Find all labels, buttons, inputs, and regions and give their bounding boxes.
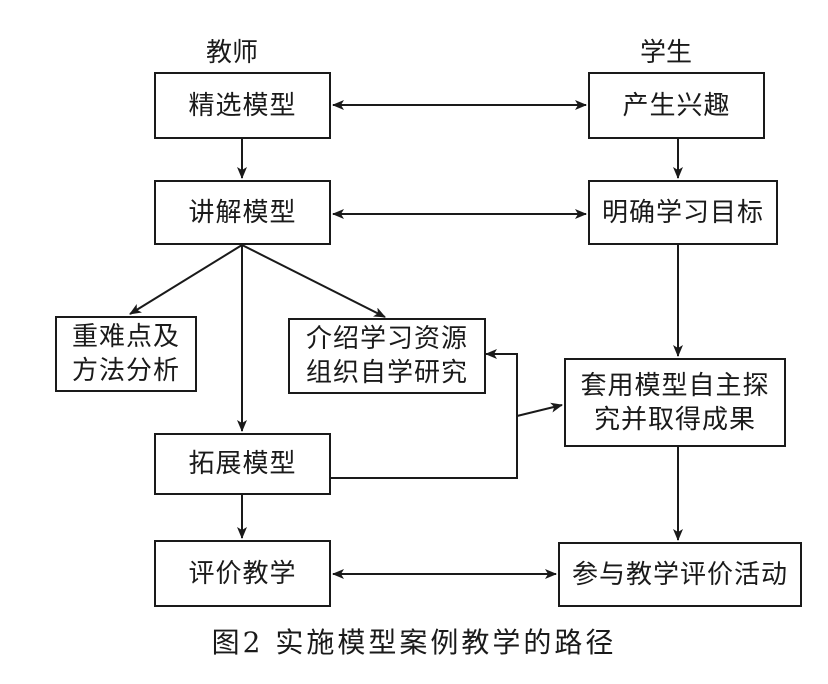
clarify-goals-label: 明确学习目标 <box>601 197 764 228</box>
apply-model-line-1: 套用模型自主探 <box>580 370 770 401</box>
apply-model-line-2: 究并取得成果 <box>593 404 756 435</box>
evaluate-teaching-label: 评价教学 <box>188 558 297 589</box>
student-header: 学生 <box>640 38 693 68</box>
participate-evaluation-box: 参与教学评价活动 <box>558 542 802 607</box>
key-points-line-2: 方法分析 <box>71 356 180 386</box>
arrow-explain-resources <box>241 244 386 318</box>
figure-caption: 图2 实施模型案例教学的路径 <box>211 626 617 659</box>
intro-resources-line-2: 组织自学研究 <box>305 358 468 388</box>
intro-resources-box: 介绍学习资源 组织自学研究 <box>288 318 486 394</box>
explain-model-box: 讲解模型 <box>154 180 331 245</box>
arrow-extend-apply <box>516 402 563 417</box>
intro-resources-line-1: 介绍学习资源 <box>305 324 468 354</box>
generate-interest-box: 产生兴趣 <box>588 72 765 139</box>
participate-evaluation-label: 参与教学评价活动 <box>571 559 788 590</box>
extend-model-box: 拓展模型 <box>154 433 331 495</box>
select-model-label: 精选模型 <box>188 90 297 121</box>
key-points-line-1: 重难点及 <box>71 322 180 352</box>
extend-model-label: 拓展模型 <box>188 449 297 479</box>
generate-interest-label: 产生兴趣 <box>622 90 731 121</box>
evaluate-teaching-box: 评价教学 <box>154 540 331 607</box>
select-model-box: 精选模型 <box>154 72 331 139</box>
teacher-header: 教师 <box>206 38 259 68</box>
key-points-box: 重难点及 方法分析 <box>55 316 197 392</box>
explain-model-label: 讲解模型 <box>188 197 297 228</box>
apply-model-box: 套用模型自主探 究并取得成果 <box>564 358 786 447</box>
arrow-explain-keypoints <box>129 244 243 315</box>
clarify-goals-box: 明确学习目标 <box>588 180 778 245</box>
